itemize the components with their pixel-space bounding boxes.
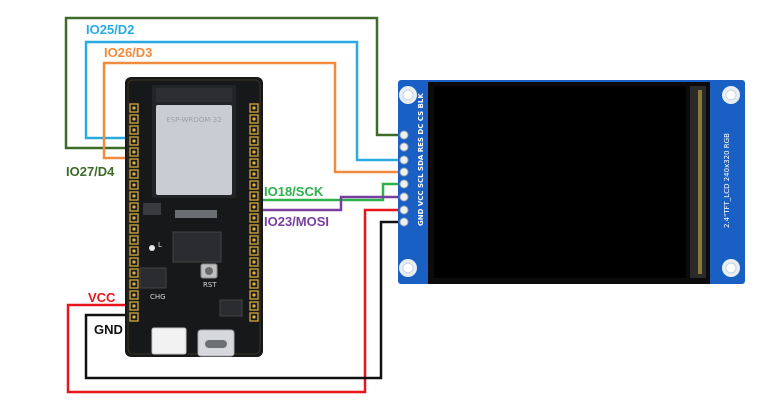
- usb-c-opening: [205, 340, 227, 348]
- lcd-pin-pad-3: [399, 155, 409, 165]
- left-header-pin-hole-11: [132, 216, 136, 220]
- wire-vcc: [66, 208, 402, 394]
- left-header-pin-hole-17: [132, 282, 136, 286]
- wire-io18: [260, 182, 402, 202]
- rst-button-cap: [205, 267, 213, 275]
- label-io26: IO26/D3: [104, 45, 152, 60]
- wire-io25: [84, 40, 402, 162]
- wroom-label: ESP-WROOM-32: [166, 116, 221, 124]
- mount-hole-bl-inner: [402, 262, 414, 274]
- led-label: L: [158, 241, 162, 249]
- rst-label: RST: [203, 281, 217, 289]
- lcd-pin-pad-2: [399, 142, 409, 152]
- lcd-screen: [434, 86, 686, 278]
- mount-hole-tr-inner: [725, 89, 737, 101]
- left-header-pin-hole-5: [132, 150, 136, 154]
- label-io18: IO18/SCK: [264, 184, 324, 199]
- left-header-pin-hole-8: [132, 183, 136, 187]
- right-header-pin-hole-19: [252, 304, 256, 308]
- led-indicator: [149, 245, 155, 251]
- left-header-pin-hole-12: [132, 227, 136, 231]
- wire-io26: [102, 61, 402, 174]
- wroom-shield: [156, 105, 232, 195]
- right-header-pin-hole-16: [252, 271, 256, 275]
- left-header-pin-hole-20: [132, 315, 136, 319]
- right-header-pin-hole-5: [252, 150, 256, 154]
- label-io23: IO23/MOSI: [264, 214, 329, 229]
- ic-chip-side: [143, 203, 161, 215]
- right-header-pin-hole-14: [252, 249, 256, 253]
- lcd-pin-pad-4: [399, 167, 409, 177]
- mount-hole-tl-inner: [402, 89, 414, 101]
- wire-io23: [260, 195, 402, 212]
- wire-labels: IO25/D2 IO26/D3 IO27/D4 IO18/SCK IO23/MO…: [66, 22, 329, 337]
- left-header-pin-hole-4: [132, 139, 136, 143]
- left-header-pin-hole-9: [132, 194, 136, 198]
- label-vcc: VCC: [88, 290, 116, 305]
- left-header-pin-hole-1: [132, 106, 136, 110]
- label-io25: IO25/D2: [86, 22, 134, 37]
- right-header-pin-hole-3: [252, 128, 256, 132]
- lcd-pin-pad-5: [399, 179, 409, 189]
- left-header-pin-hole-2: [132, 117, 136, 121]
- right-header-pin-hole-18: [252, 293, 256, 297]
- right-header-pin-hole-2: [252, 117, 256, 121]
- right-header-pin-hole-8: [252, 183, 256, 187]
- right-header-pin-hole-20: [252, 315, 256, 319]
- wires: [64, 16, 402, 394]
- lcd-flex-stripe: [698, 90, 702, 274]
- right-header: [249, 103, 259, 322]
- wire-gnd: [84, 220, 402, 380]
- left-header-pin-hole-13: [132, 238, 136, 242]
- left-header-pin-hole-16: [132, 271, 136, 275]
- ic-chip-large: [172, 231, 222, 263]
- battery-connector: [151, 327, 187, 355]
- lcd-pin-pad-6: [399, 192, 409, 202]
- lcd-pin-header: [399, 130, 409, 227]
- esp32-pcb-edge: [127, 79, 261, 355]
- right-header-pin-hole-10: [252, 205, 256, 209]
- right-header-pin-hole-11: [252, 216, 256, 220]
- ic-chip-small: [139, 267, 167, 289]
- right-header-pin-hole-6: [252, 161, 256, 165]
- right-header-pin-hole-7: [252, 172, 256, 176]
- regulator: [219, 299, 243, 317]
- lcd-module: GND VCC SCL SDA RES DC CS BLK 2.4"TFT_LC…: [398, 80, 745, 284]
- lcd-pin-pad-1: [399, 130, 409, 140]
- chg-label: CHG: [150, 293, 166, 301]
- left-header-pin-hole-15: [132, 260, 136, 264]
- right-header-pin-hole-17: [252, 282, 256, 286]
- lcd-pin-pad-8: [399, 217, 409, 227]
- lcd-pin-pad-7: [399, 205, 409, 215]
- left-header: [129, 103, 139, 322]
- lcd-model-text: 2.4"TFT_LCD 240x320 RGB: [723, 133, 731, 228]
- right-header-pin-hole-9: [252, 194, 256, 198]
- lcd-pin-labels: GND VCC SCL SDA RES DC CS BLK: [417, 93, 425, 226]
- left-header-pin-hole-14: [132, 249, 136, 253]
- right-header-pin-hole-15: [252, 260, 256, 264]
- left-header-pin-hole-19: [132, 304, 136, 308]
- left-header-pin-hole-3: [132, 128, 136, 132]
- left-header-pin-hole-7: [132, 172, 136, 176]
- left-header-pin-hole-6: [132, 161, 136, 165]
- right-header-pin-hole-1: [252, 106, 256, 110]
- cap-row: [175, 210, 217, 218]
- right-header-pin-hole-12: [252, 227, 256, 231]
- right-header-pin-hole-13: [252, 238, 256, 242]
- right-header-pin-hole-4: [252, 139, 256, 143]
- esp32-board: ESP-WROOM-32 L RST CHG: [125, 77, 263, 357]
- left-header-pin-hole-10: [132, 205, 136, 209]
- label-io27: IO27/D4: [66, 164, 115, 179]
- label-gnd: GND: [94, 322, 123, 337]
- mount-hole-br-inner: [725, 262, 737, 274]
- wire-io27: [64, 16, 402, 150]
- wroom-antenna: [156, 88, 232, 102]
- left-header-pin-hole-18: [132, 293, 136, 297]
